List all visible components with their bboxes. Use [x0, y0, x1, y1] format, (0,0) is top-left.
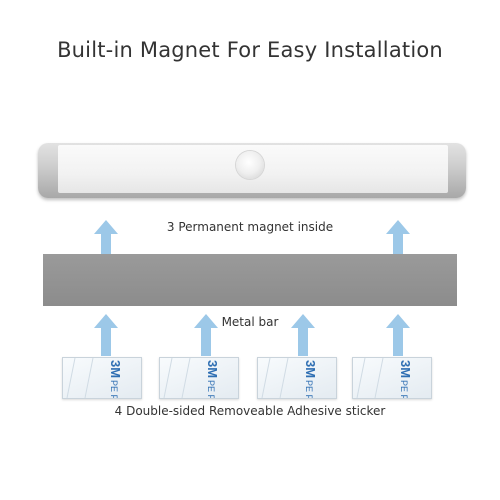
adhesive-sticker: 3M PE FOAM [257, 357, 337, 399]
sticker-text: PE FOAM [304, 380, 314, 398]
arrow-up-icon [194, 314, 218, 356]
sticker-brand: 3M [205, 360, 220, 378]
arrow-up-icon [94, 220, 118, 286]
sticker-brand: 3M [303, 360, 318, 378]
adhesive-sticker: 3M PE FOAM [352, 357, 432, 399]
sticker-brand: 3M [108, 360, 123, 378]
arrow-up-icon [291, 314, 315, 356]
arrow-up-icon [386, 220, 410, 286]
adhesive-sticker: 3M PE FOAM [159, 357, 239, 399]
metal-bar [43, 254, 457, 306]
sticker-text: PE FOAM [206, 380, 216, 398]
caption-magnet: 3 Permanent magnet inside [166, 220, 334, 234]
caption-sticker: 4 Double-sided Removeable Adhesive stick… [114, 404, 386, 418]
page-title: Built-in Magnet For Easy Installation [57, 38, 443, 62]
sticker-brand: 3M [398, 360, 413, 378]
sticker-text: PE FOAM [399, 380, 409, 398]
adhesive-sticker: 3M PE FOAM [62, 357, 142, 399]
sticker-text: PE FOAM [109, 380, 119, 398]
arrow-up-icon [386, 314, 410, 356]
motion-sensor [236, 151, 264, 179]
arrow-up-icon [94, 314, 118, 356]
caption-metal-bar: Metal bar [221, 315, 279, 329]
